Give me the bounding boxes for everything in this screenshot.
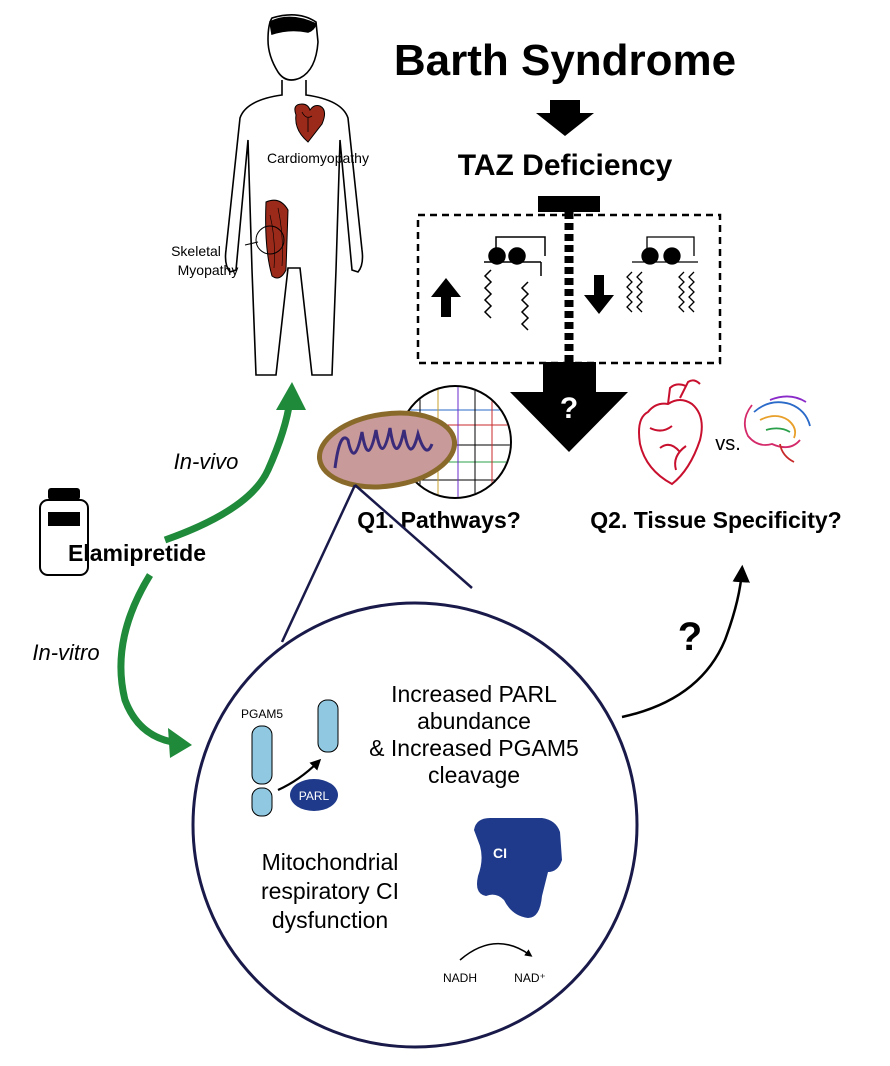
diagram-title: Barth Syndrome bbox=[394, 36, 736, 85]
nadh-label: NADH bbox=[443, 971, 477, 985]
question-arrow bbox=[510, 362, 628, 452]
mitochondrion-icon bbox=[316, 410, 458, 490]
drug-vial-icon bbox=[39, 488, 89, 576]
tissue-question-mark: ? bbox=[678, 615, 702, 659]
parl-text-line2: abundance bbox=[417, 708, 531, 734]
parl-text-line3: & Increased PGAM5 bbox=[369, 735, 579, 761]
nadh-arrow bbox=[459, 943, 533, 961]
skeletal-label-line1: Skeletal bbox=[171, 243, 221, 259]
parl-enzyme-icon bbox=[290, 779, 338, 811]
in-vivo-arrow bbox=[163, 399, 294, 544]
skeletal-callout-ring bbox=[255, 225, 285, 255]
zoom-line-right bbox=[354, 484, 473, 589]
in-vivo-arrowhead-icon bbox=[276, 382, 306, 410]
drug-label: Elamipretide bbox=[68, 540, 206, 566]
in-vivo-label: In-vivo bbox=[174, 449, 239, 474]
cleavage-arrow bbox=[277, 758, 322, 792]
cardiomyopathy-label: Cardiomyopathy bbox=[267, 150, 369, 166]
nad-label: NAD⁺ bbox=[514, 971, 546, 985]
lipid-right-icon bbox=[626, 236, 698, 313]
question-1: Q1. Pathways? bbox=[357, 507, 521, 533]
cause-label: TAZ Deficiency bbox=[458, 149, 673, 182]
ci-text-line3: dysfunction bbox=[272, 907, 388, 933]
ci-text-line1: Mitochondrial bbox=[262, 849, 399, 875]
vs-label: vs. bbox=[715, 433, 741, 455]
parl-enzyme-label: PARL bbox=[299, 789, 330, 803]
zoom-line-left bbox=[280, 484, 357, 643]
pgam5-label: PGAM5 bbox=[241, 707, 283, 721]
heart-organ-icon bbox=[638, 379, 703, 486]
down-arrow-icon bbox=[536, 100, 594, 136]
brain-icon bbox=[743, 395, 811, 463]
skeletal-label-line2: Myopathy bbox=[178, 262, 239, 278]
ci-text-line2: respiratory CI bbox=[261, 878, 399, 904]
skeletal-callout-line bbox=[244, 241, 259, 246]
complex-i-icon bbox=[474, 818, 562, 918]
complex-i-label: CI bbox=[493, 845, 507, 861]
inhibition-bar bbox=[538, 196, 600, 212]
up-arrow-icon bbox=[431, 278, 461, 317]
lipid-left-icon bbox=[483, 236, 546, 331]
in-vitro-label: In-vitro bbox=[32, 640, 99, 665]
question-2: Q2. Tissue Specificity? bbox=[590, 507, 841, 533]
tissue-question-arrow bbox=[621, 564, 750, 719]
pgam5-protein-icon bbox=[251, 699, 339, 817]
in-vitro-arrowhead-icon bbox=[168, 728, 192, 758]
down-arrow-icon-2 bbox=[584, 275, 614, 314]
question-arrow-mark: ? bbox=[560, 392, 578, 425]
heart-icon bbox=[294, 103, 326, 143]
human-body-outline bbox=[224, 14, 364, 376]
detail-circle bbox=[191, 601, 639, 1049]
thigh-muscle-icon bbox=[265, 199, 289, 279]
in-vitro-arrow bbox=[117, 573, 173, 746]
parl-text-line1: Increased PARL bbox=[391, 681, 557, 707]
parl-text-line4: cleavage bbox=[428, 762, 520, 788]
